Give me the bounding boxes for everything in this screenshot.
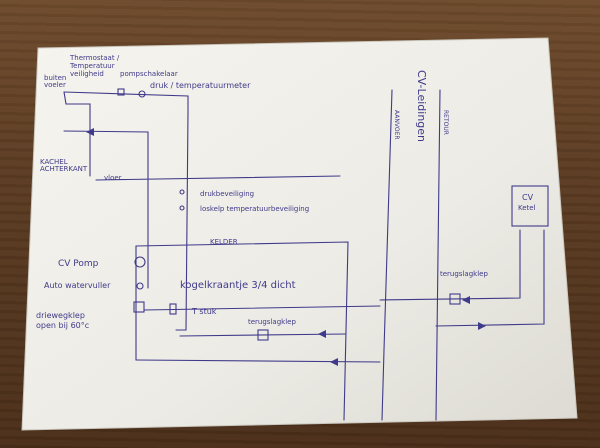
label-retour: RETOUR	[442, 110, 449, 135]
label-temperatuur-3: veiligheid	[70, 70, 104, 78]
driewegklep-symbol	[133, 301, 145, 313]
bottom-pipe-to-right	[179, 333, 347, 337]
kelder-top-line	[135, 241, 349, 421]
label-terugslagklep-bottom: terugslagklep	[248, 318, 296, 326]
watervuller-symbol	[136, 282, 144, 290]
label-meter: druk / temperatuurmeter	[150, 81, 251, 90]
label-driewegklep-1: driewegklep	[36, 311, 85, 320]
label-temperatuur-1: Thermostaat /	[69, 54, 120, 62]
label-temperatuur-2: Temperatuur	[69, 62, 115, 70]
label-drukbeveiliging: drukbeveiliging	[200, 190, 254, 198]
label-loskelp: loskelp temperatuurbeveiliging	[200, 205, 309, 213]
label-buiten-1: buiten	[44, 74, 66, 82]
label-kachel-1: KACHEL	[40, 158, 68, 166]
stove-top-pipe	[63, 91, 189, 113]
label-cv-ketel-2: Ketel	[518, 204, 536, 212]
label-kelder: KELDER	[210, 238, 238, 246]
label-watervuller: Auto watervuller	[44, 281, 111, 290]
vloer-line	[95, 175, 341, 181]
label-terugslagklep-right: terugslagklep	[440, 270, 488, 278]
label-vloer: vloer	[104, 174, 122, 182]
label-buiten-2: voeler	[44, 81, 66, 89]
label-kachel-2: ACHTERKANT	[40, 165, 88, 173]
retour-right-bottom	[435, 229, 545, 327]
stove-supply-pipe	[175, 111, 189, 331]
label-cv-leidingen: CV-Leidingen	[415, 70, 428, 142]
aanvoer-pipe	[381, 89, 393, 421]
paper-sheet	[21, 37, 578, 431]
label-driewegklep-2: open bij 60°c	[36, 321, 89, 330]
mid-pipe	[143, 305, 381, 311]
arrow-5	[318, 330, 326, 338]
label-pompschakelaar: pompschakelaar	[120, 70, 178, 78]
arrow-2	[462, 296, 470, 304]
label-cv-pomp: CV Pomp	[58, 259, 99, 269]
arrow-3	[478, 322, 486, 330]
label-kogelkraan: kogelkraantje 3/4 dicht	[180, 280, 296, 291]
terugslagklep-right-symbol	[449, 293, 461, 305]
terugslagklep-bottom-symbol	[257, 329, 269, 341]
label-aanvoer: AANVOER	[393, 110, 400, 140]
kelder-bottom-pipe	[135, 359, 381, 363]
drukbeveiliging-symbol	[179, 189, 185, 195]
retour-pipe	[435, 89, 441, 421]
arrow-1	[86, 128, 94, 136]
arrow-4	[330, 358, 338, 366]
t-stuk-symbol	[169, 303, 177, 315]
pompschakelaar-symbol	[117, 88, 125, 96]
loskelp-symbol	[179, 205, 185, 211]
retour-right-top	[379, 229, 521, 301]
label-cv-ketel-1: CV	[522, 193, 534, 202]
cv-pomp-symbol	[134, 256, 146, 268]
stove-side-pipe	[63, 91, 91, 177]
cv-ketel-box	[511, 185, 549, 227]
label-t-stuk: T stuk	[191, 307, 217, 316]
meter-symbol	[138, 90, 146, 98]
